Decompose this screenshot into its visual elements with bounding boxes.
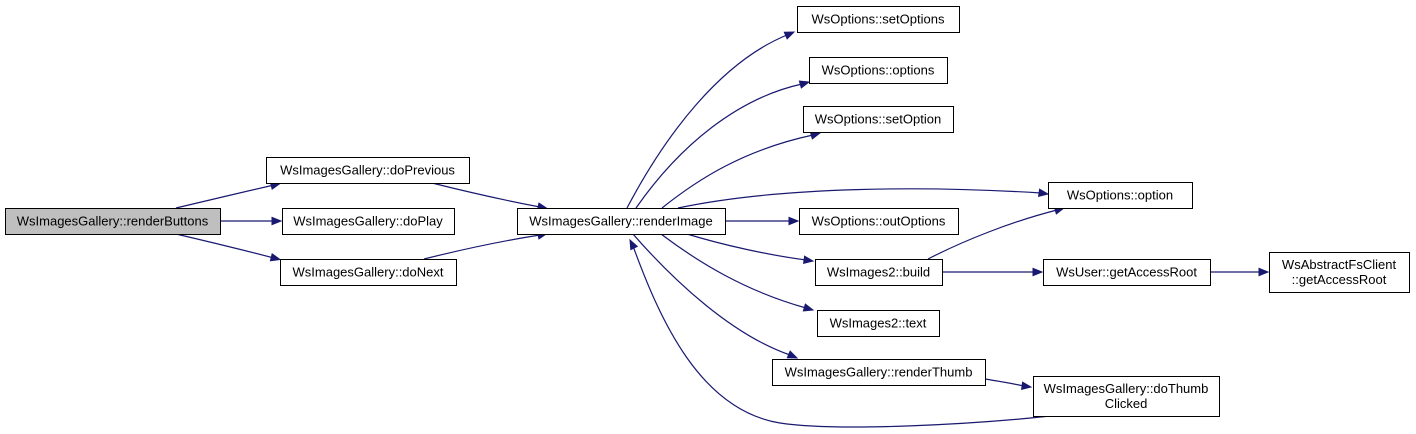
edge-renderButtons-to-doPlay <box>220 216 283 226</box>
edge-arrowhead <box>629 238 639 251</box>
edge-line <box>632 233 791 356</box>
edge-arrowhead <box>783 31 796 40</box>
edge-renderImage-to-options <box>635 80 811 209</box>
node-label: WsUser::getAccessRoot <box>1056 265 1197 280</box>
edge-doNext-to-renderImage <box>423 231 549 260</box>
node-label: WsOptions::setOptions <box>812 12 945 27</box>
node-render-buttons: WsImagesGallery::renderButtons <box>5 208 221 235</box>
edge-renderButtons-to-doNext <box>175 233 282 262</box>
edge-arrowhead <box>798 80 811 89</box>
node-get-access-root[interactable]: WsUser::getAccessRoot <box>1043 259 1211 286</box>
node-out-options[interactable]: WsOptions::outOptions <box>799 208 959 235</box>
edge-line <box>686 233 807 261</box>
node-label: WsOptions::setOption <box>815 112 941 127</box>
node-label: WsImagesGallery::renderThumb <box>785 365 973 380</box>
node-label: WsAbstractFsClient <box>1282 257 1397 272</box>
node-label: Clicked <box>1105 396 1148 411</box>
node-render-image[interactable]: WsImagesGallery::renderImage <box>517 208 726 235</box>
node-label: WsImagesGallery::doPlay <box>293 214 443 229</box>
node-box <box>1269 252 1410 293</box>
edge-doPrevious-to-renderImage <box>431 182 549 211</box>
edge-line <box>423 234 541 260</box>
node-box <box>517 208 726 235</box>
node-label: WsImages2::text <box>830 316 927 331</box>
node-label: WsImagesGallery::doThumb <box>1044 381 1209 396</box>
edge-line <box>984 378 1025 387</box>
edge-arrowhead <box>802 255 815 264</box>
node-build[interactable]: WsImages2::build <box>815 259 943 286</box>
edge-renderImage-to-text <box>660 233 815 312</box>
node-do-play[interactable]: WsImagesGallery::doPlay <box>282 208 455 235</box>
node-set-option[interactable]: WsOptions::setOption <box>803 106 954 133</box>
node-layer: WsImagesGallery::renderButtonsWsImagesGa… <box>5 6 1410 417</box>
node-render-thumb[interactable]: WsImagesGallery::renderThumb <box>772 359 986 386</box>
node-label: WsOptions::outOptions <box>812 214 946 229</box>
edge-arrowhead <box>802 303 815 312</box>
edge-line <box>660 233 807 309</box>
node-box <box>809 57 948 84</box>
edge-renderThumb-to-doThumbClicked <box>984 378 1033 390</box>
node-box <box>815 259 943 286</box>
node-box <box>266 157 470 184</box>
edge-line <box>626 34 788 209</box>
edge-line <box>175 233 275 259</box>
node-box <box>1033 376 1220 417</box>
edge-arrowhead <box>809 131 822 140</box>
edge-getAccessRoot-to-fsGetAccessRoot <box>1210 267 1270 277</box>
edge-renderImage-to-setOptions <box>626 31 796 209</box>
node-label: WsImagesGallery::renderImage <box>529 214 713 229</box>
node-label: WsOptions::options <box>822 63 935 78</box>
node-box <box>772 359 986 386</box>
node-text[interactable]: WsImages2::text <box>817 310 940 337</box>
edge-renderImage-to-option <box>677 188 1050 209</box>
edge-renderImage-to-outOptions <box>725 216 800 226</box>
node-label: WsImagesGallery::renderButtons <box>17 214 209 229</box>
edge-line <box>431 182 541 208</box>
edge-line <box>677 188 1042 209</box>
node-box <box>1048 182 1193 209</box>
node-label: WsImages2::build <box>827 265 930 280</box>
edge-build-to-getAccessRoot <box>942 267 1044 277</box>
edge-arrowhead <box>786 350 799 359</box>
edge-layer <box>175 31 1270 428</box>
edge-arrowhead <box>1020 381 1033 390</box>
edge-arrowhead <box>269 252 282 262</box>
edge-renderImage-to-setOption <box>661 131 822 209</box>
edge-renderImage-to-build <box>686 233 815 264</box>
node-set-options[interactable]: WsOptions::setOptions <box>797 6 960 33</box>
edge-line <box>927 209 1058 260</box>
edge-arrowhead <box>788 216 800 226</box>
node-box <box>5 208 221 235</box>
node-box <box>282 208 455 235</box>
edge-line <box>175 184 275 209</box>
edge-renderImage-to-renderThumb <box>632 233 799 359</box>
edge-arrowhead <box>1258 267 1270 277</box>
node-label: ::getAccessRoot <box>1292 272 1387 287</box>
edge-arrowhead <box>1032 267 1044 277</box>
node-box <box>1043 259 1211 286</box>
edge-arrowhead <box>1037 188 1050 197</box>
edge-line <box>632 245 1051 428</box>
node-box <box>817 310 940 337</box>
node-box <box>803 106 954 133</box>
node-box <box>280 259 457 286</box>
node-label: WsOptions::option <box>1067 188 1173 203</box>
node-options[interactable]: WsOptions::options <box>809 57 948 84</box>
node-label: WsImagesGallery::doPrevious <box>280 163 455 178</box>
node-do-next[interactable]: WsImagesGallery::doNext <box>280 259 457 286</box>
edge-line <box>635 83 803 209</box>
node-do-previous[interactable]: WsImagesGallery::doPrevious <box>266 157 470 184</box>
node-label: WsImagesGallery::doNext <box>293 265 444 280</box>
edge-doThumbClicked-to-renderImage <box>629 238 1051 428</box>
edge-arrowhead <box>271 216 283 226</box>
edge-renderButtons-to-doPrevious <box>175 181 282 209</box>
node-box <box>797 6 960 33</box>
node-box <box>799 208 959 235</box>
node-fs-get-access-root[interactable]: WsAbstractFsClient::getAccessRoot <box>1269 252 1410 293</box>
edge-line <box>661 134 814 209</box>
node-option[interactable]: WsOptions::option <box>1048 182 1193 209</box>
